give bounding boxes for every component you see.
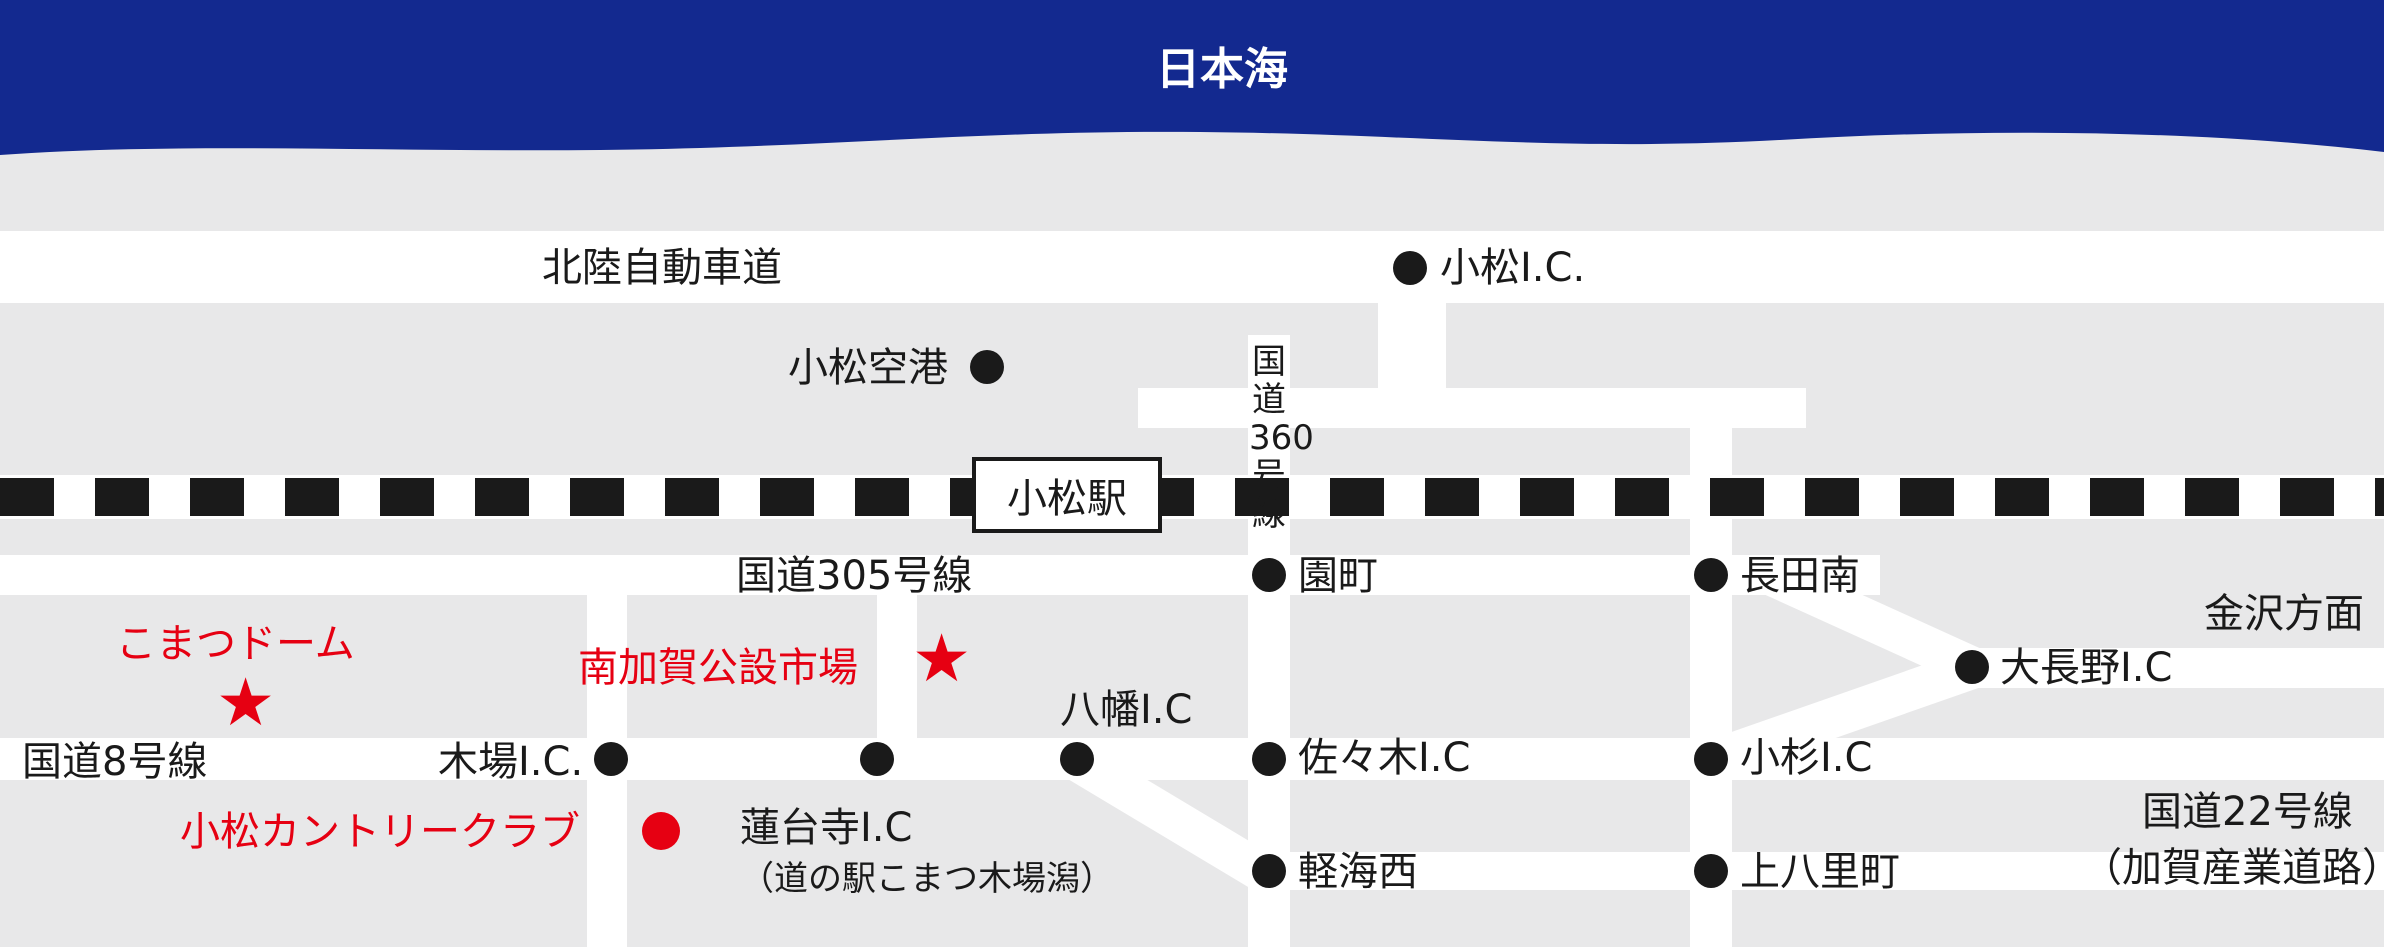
mid-vertical-road — [877, 595, 917, 740]
diagonal-road-onagano-north — [1761, 556, 1984, 687]
komatsu-ic-marker — [1393, 251, 1427, 285]
sea-label: 日本海 — [1156, 44, 1288, 95]
onagano-ic-label: 大長野I.C — [2000, 645, 2173, 691]
airport-label: 小松空港 — [788, 345, 948, 391]
kanazawa-road — [1970, 648, 2384, 688]
rendaiji-ic-marker — [860, 742, 894, 776]
onagano-ic-marker — [1955, 650, 1989, 684]
sea-area — [0, 0, 2384, 155]
karuumi-nishi-marker — [1252, 854, 1286, 888]
route-22-subtitle: （加賀産業道路） — [2082, 845, 2384, 891]
kosugi-ic-marker — [1694, 742, 1728, 776]
country-club-marker-icon — [642, 812, 680, 850]
airport-marker — [970, 350, 1004, 384]
ic-connector-road — [1378, 300, 1446, 390]
yawata-ic-label: 八幡I.C — [1060, 687, 1193, 733]
komatsu-dome-star-icon: ★ — [216, 664, 276, 741]
sonomachi-label: 園町 — [1298, 553, 1378, 599]
karuumi-nishi-label: 軽海西 — [1298, 849, 1418, 895]
route-305-label: 国道305号線 — [736, 553, 973, 599]
country-club-label: 小松カントリークラブ — [180, 809, 580, 855]
route-22-road — [1250, 852, 2384, 890]
rendaiji-note-label: （道の駅こまつ木場潟） — [740, 859, 1114, 899]
sonomachi-marker — [1252, 558, 1286, 592]
route-8-road — [0, 738, 2384, 780]
sasaki-ic-label: 佐々木I.C — [1298, 735, 1471, 781]
route-305-road — [0, 555, 1880, 595]
connector-road — [1138, 388, 1806, 428]
kosugi-ic-label: 小杉I.C — [1740, 735, 1873, 781]
nagataminami-marker — [1694, 558, 1728, 592]
diagonal-road-yawata — [1064, 742, 1273, 890]
kamiyachimachi-label: 上八里町 — [1740, 849, 1900, 895]
route-22-label: 国道22号線 — [2142, 789, 2353, 835]
diagonal-road-onagano-south — [1705, 649, 1982, 779]
market-star-icon: ★ — [912, 620, 972, 697]
kiba-ic-marker — [594, 742, 628, 776]
market-label: 南加賀公設市場 — [578, 645, 858, 691]
rendaiji-ic-label: 蓮台寺I.C — [740, 805, 913, 851]
yawata-ic-marker — [1060, 742, 1094, 776]
komatsu-station: 小松駅 — [972, 457, 1162, 533]
sasaki-ic-marker — [1252, 742, 1286, 776]
route-8-label: 国道8号線 — [22, 739, 208, 785]
komatsu-dome-label: こまつドーム — [116, 621, 355, 667]
nagatacho-label: 長田南 — [1740, 553, 1860, 599]
expressway-label: 北陸自動車道 — [542, 245, 782, 291]
route-360-label: 国道360号線 — [1249, 342, 1314, 534]
expressway-road — [0, 231, 2384, 303]
kamiyachimachi-marker — [1694, 854, 1728, 888]
kiba-ic-label: 木場I.C. — [438, 739, 584, 785]
komatsu-ic-label: 小松I.C. — [1440, 245, 1586, 291]
kanazawa-direction-label: 金沢方面 — [2204, 591, 2364, 637]
